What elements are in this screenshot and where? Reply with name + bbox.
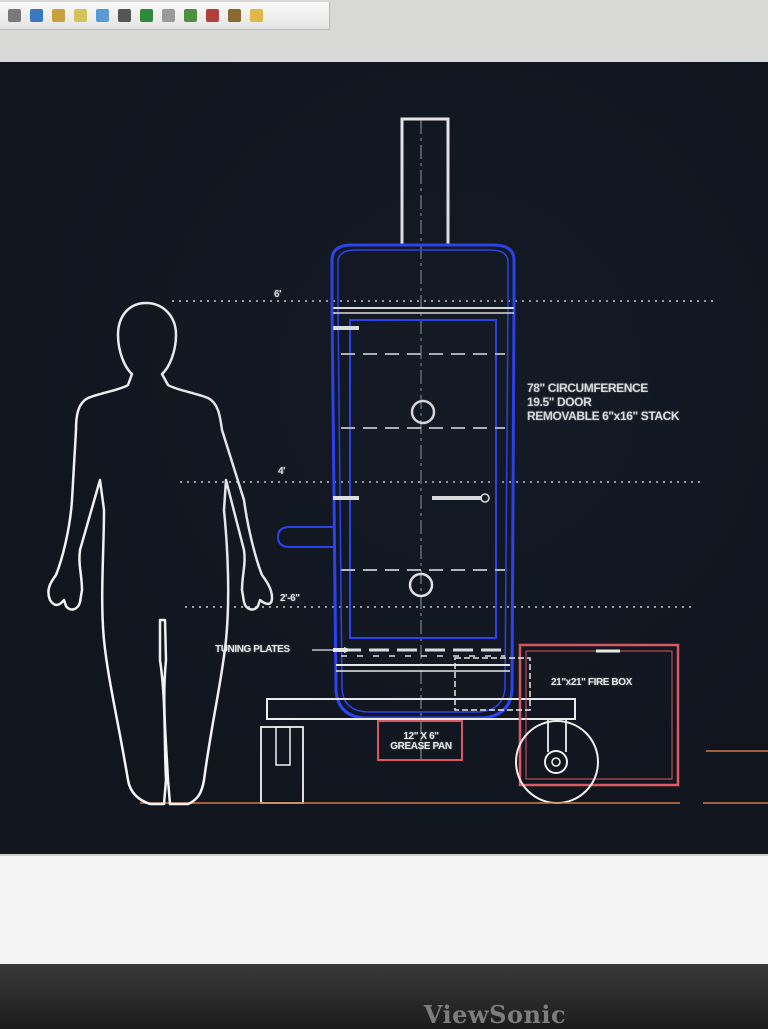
thermometer-upper[interactable] bbox=[410, 399, 436, 425]
dim-label-4ft: 4' bbox=[278, 466, 286, 477]
wheel-bracket bbox=[547, 719, 567, 752]
monitor-bottom-bezel bbox=[0, 854, 768, 966]
select-icon[interactable] bbox=[96, 9, 109, 22]
hinge-top bbox=[333, 326, 359, 330]
palette-icon[interactable] bbox=[206, 9, 219, 22]
brush-icon[interactable] bbox=[74, 9, 87, 22]
exhaust-stack[interactable] bbox=[400, 117, 450, 247]
monitor-top-bezel bbox=[0, 0, 768, 62]
smoker-body[interactable] bbox=[330, 243, 516, 720]
wheel-axle bbox=[551, 757, 561, 767]
globe-icon[interactable] bbox=[30, 9, 43, 22]
door-latch[interactable] bbox=[432, 496, 482, 500]
fire-box-label: 21"x21" FIRE BOX bbox=[551, 677, 632, 688]
cad-toolbar bbox=[0, 2, 330, 30]
monitor-frame bbox=[0, 964, 768, 1024]
specs-line-1: 78" CIRCUMFERENCE bbox=[527, 381, 648, 395]
specs-line-2: 19.5" DOOR bbox=[527, 395, 592, 409]
fire-box-duct bbox=[454, 657, 531, 711]
specs-line-3: REMOVABLE 6"x16" STACK bbox=[527, 409, 680, 423]
pointer-icon[interactable] bbox=[8, 9, 21, 22]
image-icon[interactable] bbox=[140, 9, 153, 22]
side-handle[interactable] bbox=[276, 526, 333, 548]
smoker-door[interactable] bbox=[349, 319, 497, 639]
tuning-plates-label: TUNING PLATES bbox=[215, 644, 290, 655]
settings-icon[interactable] bbox=[184, 9, 197, 22]
hand-icon[interactable] bbox=[250, 9, 263, 22]
hinge-middle bbox=[333, 496, 359, 500]
tuning-plates-arrow bbox=[312, 647, 352, 653]
dim-label-2ft6: 2'-6" bbox=[280, 593, 300, 604]
star-icon[interactable] bbox=[162, 9, 175, 22]
cart-wheel[interactable] bbox=[515, 720, 599, 804]
fire-box-inner bbox=[525, 650, 673, 780]
frame-icon[interactable] bbox=[118, 9, 131, 22]
human-scale-figure bbox=[47, 301, 274, 806]
fire-box[interactable] bbox=[518, 643, 680, 787]
door-latch-knob[interactable] bbox=[480, 493, 490, 503]
grease-pan-label-2: GREASE PAN bbox=[390, 741, 452, 752]
wheel-hub bbox=[544, 750, 568, 774]
smoker-body-inner bbox=[337, 249, 509, 713]
thermometer-lower[interactable] bbox=[408, 572, 434, 598]
cart-leg-inner bbox=[275, 726, 291, 766]
smoker-elevation-drawing bbox=[47, 117, 768, 806]
cad-drawing-canvas[interactable]: 78" CIRCUMFERENCE 19.5" DOOR REMOVABLE 6… bbox=[0, 62, 768, 854]
grease-pan[interactable] bbox=[377, 720, 463, 761]
monitor-brand-logo: ViewSonic bbox=[423, 1000, 567, 1029]
grease-pan-label-1: 12" X 6" bbox=[403, 731, 439, 742]
pencil-icon[interactable] bbox=[52, 9, 65, 22]
shapes-icon[interactable] bbox=[228, 9, 241, 22]
dim-label-6ft: 6' bbox=[274, 289, 282, 300]
cart-frame[interactable] bbox=[266, 698, 576, 720]
